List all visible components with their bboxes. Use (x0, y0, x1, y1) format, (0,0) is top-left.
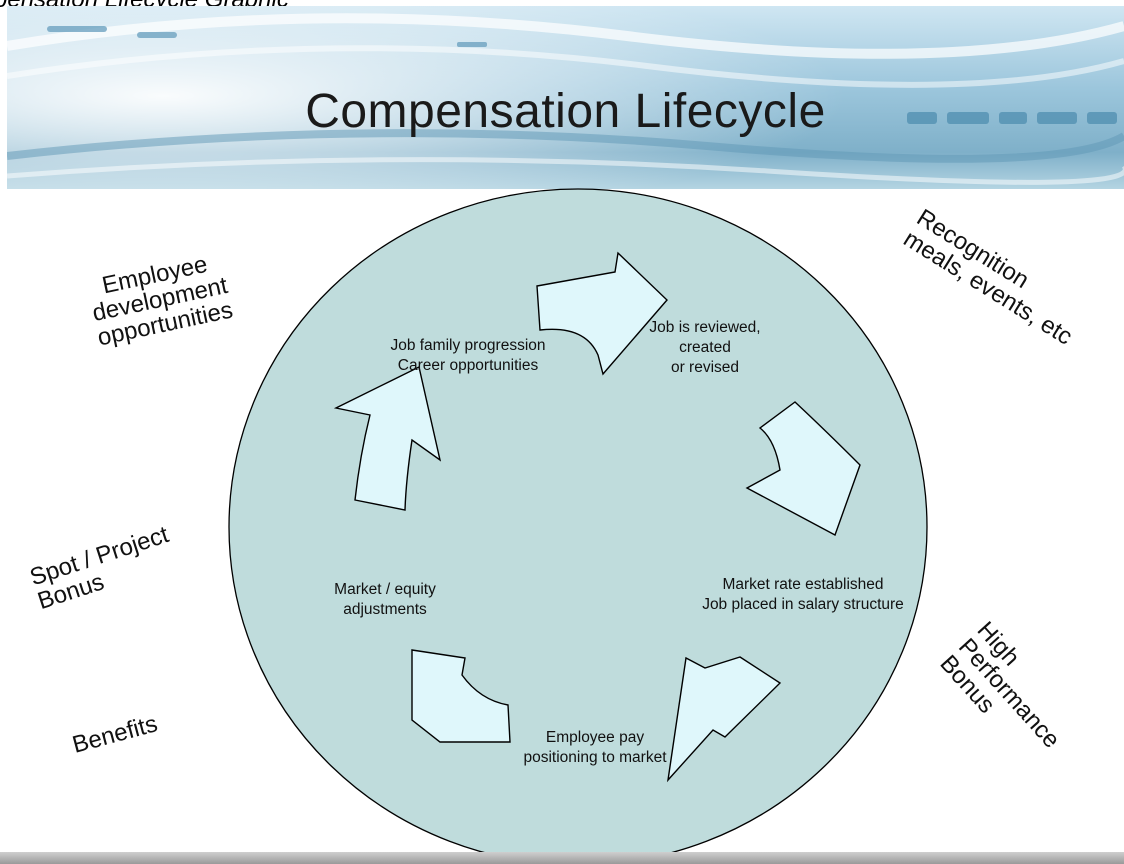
cycle-step-employee-pay: Employee pay positioning to market (523, 729, 667, 766)
cycle-arrow-3 (666, 656, 782, 783)
cycle-arrow-5 (333, 365, 442, 511)
slide-title: Compensation Lifecycle (305, 85, 826, 138)
cycle-step-job-family: Job family progression Career opportunit… (390, 337, 546, 374)
cycle-step-market-equity: Market / equity adjustments (334, 581, 436, 618)
cycle-arrow-1 (536, 251, 668, 376)
title-banner: Compensation Lifecycle (7, 6, 1124, 189)
banner-background (7, 6, 1124, 189)
cycle-arrow-2 (745, 401, 861, 536)
bottom-strip (0, 852, 1124, 864)
cycle-step-market-rate: Market rate established Job placed in sa… (702, 576, 904, 613)
cycle-step-job-reviewed: Job is reviewed, created or revised (649, 319, 761, 376)
cycle-arrow-4 (411, 649, 511, 743)
